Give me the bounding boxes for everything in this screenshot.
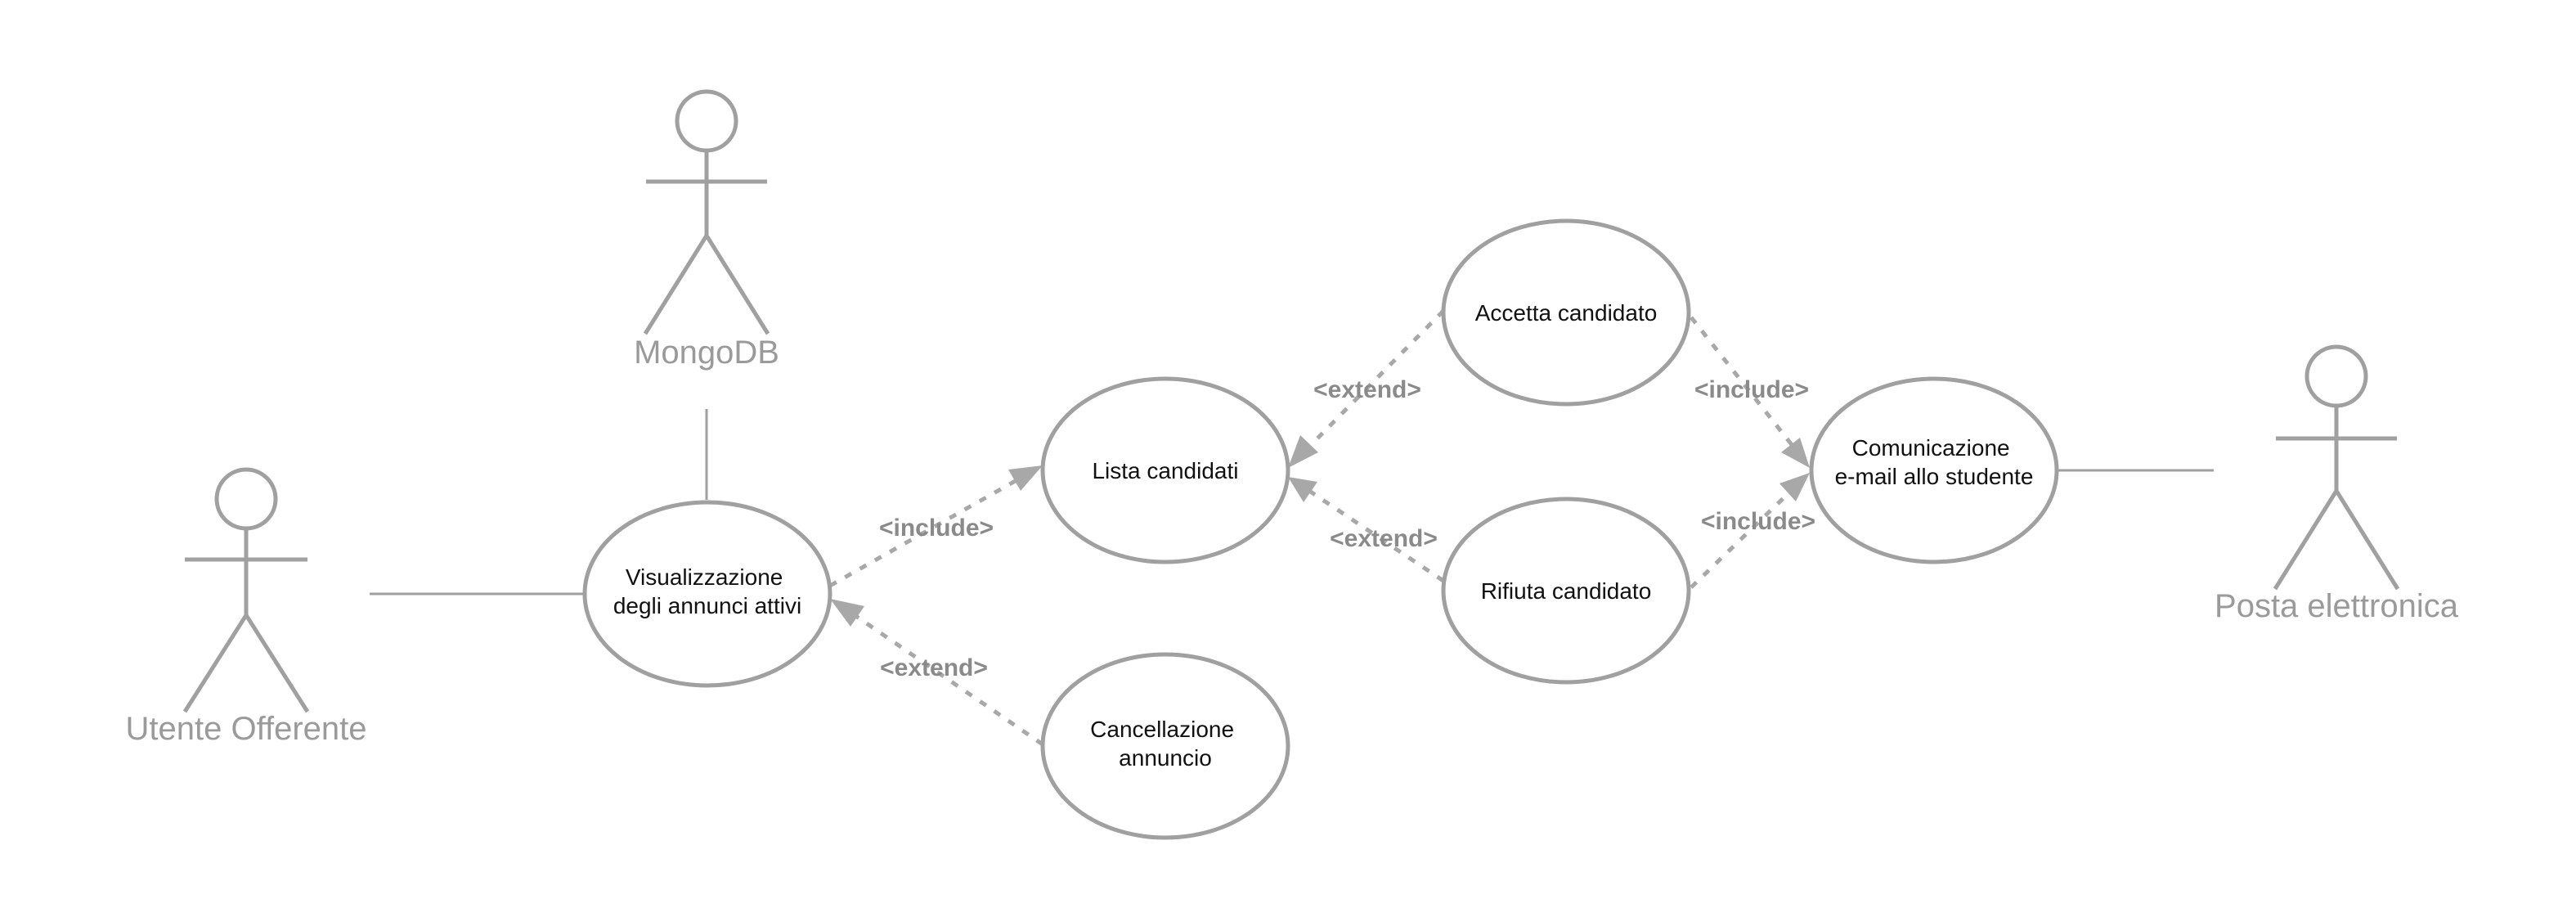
stereotype-label: <include> — [879, 515, 994, 542]
usecase-cancellazione-annuncio[interactable]: Cancellazione annuncio — [1040, 652, 1290, 840]
include-accetta-comunicazione — [1690, 316, 1810, 468]
actor-posta-elettronica: Posta elettronica — [2215, 344, 2459, 624]
usecase-rifiuta-candidato[interactable]: Rifiuta candidato — [1441, 497, 1691, 685]
stick-figure-icon — [182, 467, 310, 713]
arrowhead-icon — [1288, 477, 1317, 502]
usecase-lista-candidati[interactable]: Lista candidati — [1040, 376, 1290, 564]
usecase-label: Visualizzazione degli annunci attivi — [613, 564, 801, 618]
usecase-visualizzazione-annunci[interactable]: Visualizzazione degli annunci attivi — [582, 500, 832, 688]
extend-cancellazione-visualizzazione — [830, 599, 1044, 747]
actor-label: Utente Offerente — [126, 711, 367, 747]
usecase-label: Comunicazione e-mail allo studente — [1835, 435, 2034, 489]
arrowhead-icon — [830, 599, 864, 627]
usecase-accetta-candidato[interactable]: Accetta candidato — [1441, 218, 1691, 407]
usecase-label: Lista candidati — [1092, 458, 1238, 483]
arrowhead-icon — [1288, 435, 1318, 468]
actor-label: Posta elettronica — [2215, 588, 2459, 624]
usecase-label: Rifiuta candidato — [1481, 578, 1652, 604]
usecase-label: Cancellazione annuncio — [1090, 717, 1241, 771]
stereotype-label: <extend> — [880, 654, 988, 681]
arrowhead-icon — [1008, 465, 1043, 491]
include-rifiuta-comunicazione — [1690, 473, 1810, 589]
stereotype-label: <include> — [1701, 508, 1815, 535]
stereotype-label: <include> — [1694, 376, 1809, 403]
stick-figure-icon — [2273, 344, 2400, 591]
actor-mongodb: MongoDB — [634, 89, 779, 371]
arrowhead-icon — [1779, 473, 1810, 501]
stereotype-label: <extend> — [1313, 376, 1421, 403]
actor-label: MongoDB — [634, 335, 779, 371]
stick-figure-icon — [643, 89, 770, 335]
actor-utente-offerente: Utente Offerente — [126, 467, 367, 747]
extend-accetta-lista — [1288, 309, 1445, 468]
extend-rifiuta-lista — [1288, 477, 1445, 583]
usecase-comunicazione-email[interactable]: Comunicazione e-mail allo studente — [1809, 376, 2059, 564]
include-visualizzazione-lista — [828, 465, 1043, 588]
stereotype-label: <extend> — [1330, 525, 1438, 552]
arrowhead-icon — [1781, 438, 1810, 468]
usecase-label: Accetta candidato — [1475, 300, 1658, 326]
